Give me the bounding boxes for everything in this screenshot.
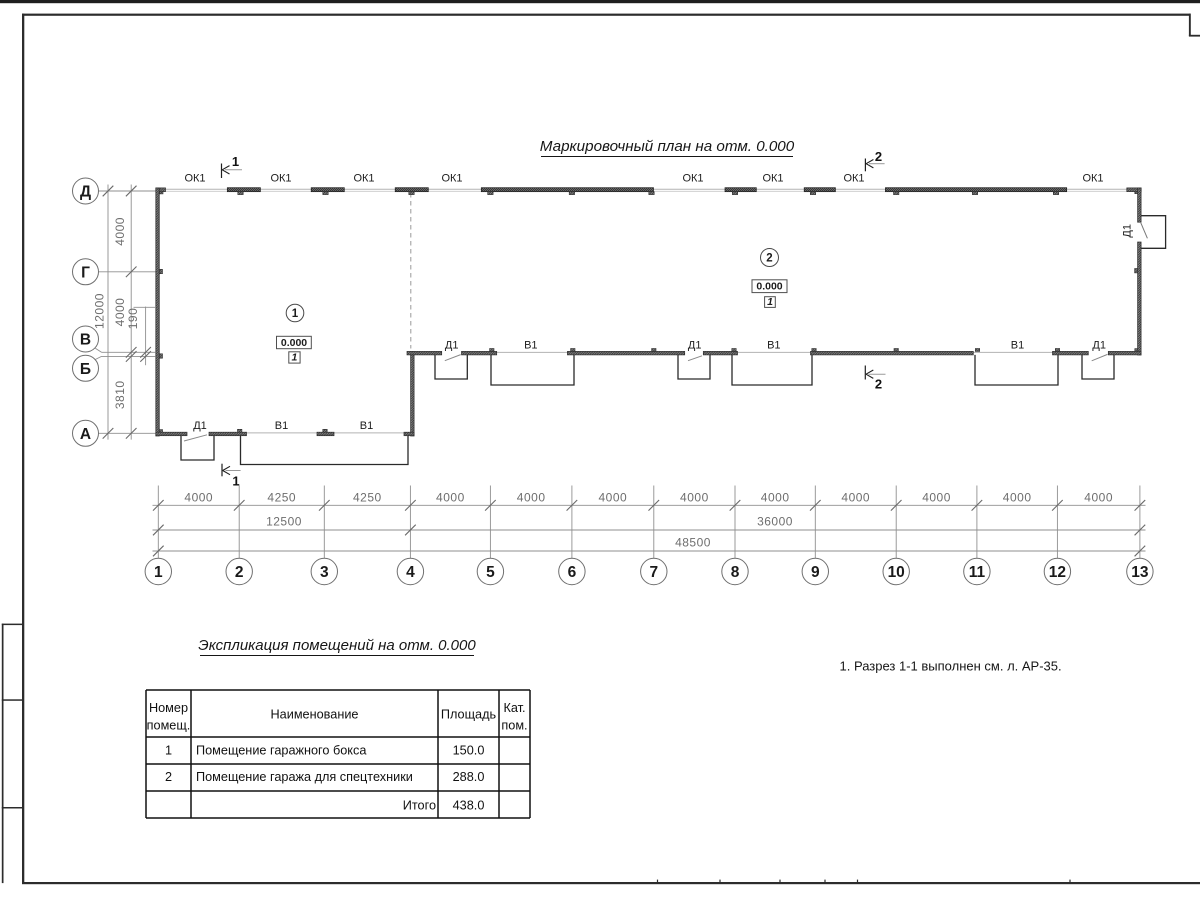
svg-text:В1: В1 [275, 420, 288, 432]
svg-text:1: 1 [291, 352, 297, 364]
svg-text:В1: В1 [767, 339, 780, 351]
svg-text:4000: 4000 [841, 491, 870, 505]
svg-text:190: 190 [126, 308, 140, 330]
svg-text:Д1: Д1 [688, 339, 702, 351]
svg-text:288.0: 288.0 [453, 770, 485, 784]
svg-text:7: 7 [649, 564, 658, 581]
svg-text:ОК1: ОК1 [843, 172, 864, 184]
svg-text:Наименование: Наименование [271, 708, 359, 722]
svg-text:Итого: Итого [403, 799, 436, 813]
svg-text:1: 1 [767, 296, 773, 308]
svg-text:1. Разрез 1-1 выполнен см. л.: 1. Разрез 1-1 выполнен см. л. АР-35. [840, 659, 1062, 674]
svg-text:Кат.: Кат. [503, 701, 525, 715]
svg-text:13: 13 [1131, 564, 1149, 581]
svg-text:8: 8 [731, 564, 740, 581]
svg-text:4000: 4000 [517, 491, 546, 505]
svg-text:Д1: Д1 [1092, 339, 1106, 351]
svg-text:2: 2 [875, 149, 882, 164]
svg-text:4000: 4000 [436, 491, 465, 505]
svg-text:2: 2 [875, 377, 882, 392]
svg-text:2: 2 [235, 564, 244, 581]
svg-text:Экспликация помещений на отм.: Экспликация помещений на отм. 0.000 [198, 637, 476, 654]
svg-text:Маркировочный план на отм. 0.0: Маркировочный план на отм. 0.000 [540, 138, 795, 155]
svg-text:Д1: Д1 [445, 339, 459, 351]
svg-text:438.0: 438.0 [453, 799, 485, 813]
svg-text:А: А [80, 426, 91, 443]
svg-text:4000: 4000 [113, 217, 127, 246]
svg-text:12500: 12500 [266, 515, 302, 529]
svg-text:4000: 4000 [1003, 491, 1032, 505]
svg-text:36000: 36000 [757, 515, 793, 529]
svg-text:В: В [80, 332, 91, 349]
svg-text:4: 4 [406, 564, 415, 581]
svg-text:4000: 4000 [761, 491, 790, 505]
svg-text:Г: Г [81, 264, 90, 281]
svg-text:ОК1: ОК1 [682, 172, 703, 184]
svg-text:5: 5 [486, 564, 495, 581]
svg-text:Номер: Номер [149, 701, 188, 715]
svg-text:6: 6 [568, 564, 577, 581]
svg-text:48500: 48500 [675, 536, 711, 550]
svg-text:0.000: 0.000 [281, 337, 307, 349]
svg-text:1: 1 [154, 564, 163, 581]
svg-text:4250: 4250 [267, 491, 296, 505]
svg-text:4000: 4000 [598, 491, 627, 505]
svg-text:9: 9 [811, 564, 820, 581]
svg-text:4250: 4250 [353, 491, 382, 505]
svg-text:1: 1 [232, 154, 239, 169]
svg-text:11: 11 [969, 564, 986, 581]
svg-text:3810: 3810 [113, 380, 127, 409]
svg-text:Б: Б [80, 361, 91, 378]
svg-text:Д: Д [80, 184, 91, 201]
svg-text:ОК1: ОК1 [270, 172, 291, 184]
svg-text:Помещение гаражного бокса: Помещение гаражного бокса [196, 744, 367, 758]
svg-text:0.000: 0.000 [756, 281, 782, 293]
svg-text:3: 3 [320, 564, 329, 581]
svg-text:2: 2 [165, 770, 172, 784]
svg-text:1: 1 [292, 308, 299, 320]
svg-text:В1: В1 [524, 339, 537, 351]
svg-text:ОК1: ОК1 [1082, 172, 1103, 184]
svg-text:ОК1: ОК1 [353, 172, 374, 184]
svg-text:12000: 12000 [93, 293, 107, 329]
svg-text:4000: 4000 [184, 491, 213, 505]
svg-text:2: 2 [766, 253, 772, 265]
svg-text:4000: 4000 [113, 298, 127, 327]
svg-text:Площадь: Площадь [441, 708, 497, 722]
svg-text:В1: В1 [360, 420, 373, 432]
svg-text:ОК1: ОК1 [762, 172, 783, 184]
svg-text:ОК1: ОК1 [184, 172, 205, 184]
svg-text:В1: В1 [1011, 339, 1024, 351]
svg-text:4000: 4000 [1084, 491, 1113, 505]
svg-text:4000: 4000 [922, 491, 951, 505]
svg-text:Помещение гаража для спецтехни: Помещение гаража для спецтехники [196, 770, 413, 784]
svg-text:1: 1 [232, 474, 239, 489]
svg-text:1: 1 [165, 744, 172, 758]
svg-text:150.0: 150.0 [453, 744, 485, 758]
svg-text:Д1: Д1 [193, 420, 207, 432]
svg-text:Д1: Д1 [1122, 224, 1134, 238]
svg-text:помещ.: помещ. [147, 719, 191, 733]
svg-text:ОК1: ОК1 [441, 172, 462, 184]
svg-text:10: 10 [888, 564, 905, 581]
svg-text:12: 12 [1049, 564, 1066, 581]
svg-text:4000: 4000 [680, 491, 709, 505]
svg-text:пом.: пом. [501, 719, 527, 733]
